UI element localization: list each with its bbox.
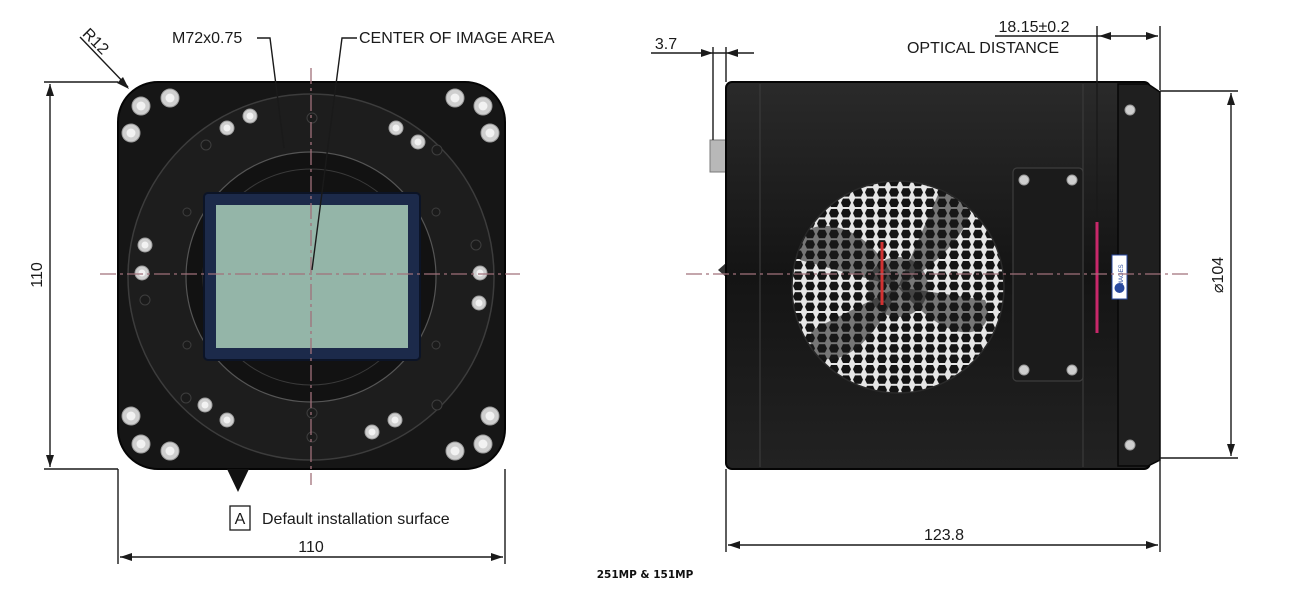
corner-screw — [480, 406, 500, 426]
brand-badge: IMAGES — [1111, 254, 1128, 300]
mount-thread-leader — [257, 37, 285, 149]
flange-screw — [137, 237, 153, 253]
radius-leader-line — [79, 36, 129, 88]
width-label: 110 — [298, 539, 324, 556]
corner-screw — [160, 88, 180, 108]
panel-screw — [1018, 364, 1030, 376]
mount-hole — [139, 294, 151, 306]
corner-screw — [445, 441, 465, 461]
width-arrow-left — [120, 553, 132, 561]
mount-hole — [180, 392, 192, 404]
corner-screw — [445, 88, 465, 108]
datum-text: Default installation surface — [262, 511, 450, 528]
flange-arrow-right — [726, 49, 738, 57]
corner-screw — [473, 96, 493, 116]
flange-screw — [219, 412, 235, 428]
brand-badge-text: IMAGES — [1119, 264, 1125, 287]
flange-screw — [471, 295, 487, 311]
panel-screw — [1066, 364, 1078, 376]
flange-screw — [388, 120, 404, 136]
height-arrow-top — [46, 84, 54, 96]
corner-screw — [131, 434, 151, 454]
corner-screw — [160, 441, 180, 461]
panel-screw — [1018, 174, 1030, 186]
model-caption: 251MP & 151MP — [596, 569, 694, 581]
optical-arrow-right — [1146, 32, 1158, 40]
flange-side-screw — [1124, 439, 1136, 451]
datum-triangle-marker — [227, 469, 249, 492]
sensor-glass — [216, 205, 408, 348]
flange-screw — [219, 120, 235, 136]
flange-screw — [410, 134, 426, 150]
radius-arrow — [117, 77, 129, 89]
front-view: 110 110 R12 M72x0.75 CENTER OF IMAGE ARE… — [29, 25, 555, 564]
diameter-arrow-bottom — [1227, 444, 1235, 456]
flange-screw — [472, 265, 488, 281]
datum-letter: A — [235, 511, 246, 528]
center-of-image-label: CENTER OF IMAGE AREA — [359, 30, 555, 47]
corner-screw — [121, 406, 141, 426]
flange-screw — [197, 397, 213, 413]
length-arrow-left — [728, 541, 740, 549]
flange-side-screw — [1124, 104, 1136, 116]
corner-screw — [480, 123, 500, 143]
length-label: 123.8 — [924, 527, 964, 544]
flange-label: 3.7 — [655, 36, 677, 53]
corner-screw — [473, 434, 493, 454]
width-arrow-right — [491, 553, 503, 561]
optical-value-label: 18.15±0.2 — [998, 19, 1069, 36]
flange-screw — [364, 424, 380, 440]
side-rear-notch — [718, 263, 726, 277]
length-arrow-right — [1146, 541, 1158, 549]
optical-text-label: OPTICAL DISTANCE — [907, 40, 1059, 57]
flange-screw — [242, 108, 258, 124]
mount-thread-label: M72x0.75 — [172, 30, 242, 47]
mount-hole — [306, 407, 318, 419]
panel-screw — [1066, 174, 1078, 186]
diameter-arrow-top — [1227, 93, 1235, 105]
mount-hole — [431, 340, 441, 350]
diameter-label: ⌀104 — [1210, 257, 1227, 293]
flange-screw — [134, 265, 150, 281]
mount-hole — [431, 144, 443, 156]
corner-screw — [121, 123, 141, 143]
mount-hole — [182, 207, 192, 217]
mount-hole — [306, 431, 318, 443]
center-of-image-leader — [311, 37, 357, 271]
height-label: 110 — [29, 262, 46, 288]
mount-hole — [182, 340, 192, 350]
mount-hole — [200, 139, 212, 151]
side-view: IMAGES 3.7 18.15±0.2 OPTICAL DISTANCE ⌀1… — [651, 19, 1238, 552]
flange-arrow-left — [701, 49, 713, 57]
corner-screw — [131, 96, 151, 116]
fan-blades — [796, 188, 989, 360]
mount-hole — [470, 239, 482, 251]
flange-screw — [387, 412, 403, 428]
radius-label: R12 — [79, 25, 112, 58]
mount-hole — [306, 112, 318, 124]
datum-box — [229, 505, 251, 531]
optical-arrow-left — [1099, 32, 1111, 40]
height-arrow-bottom — [46, 455, 54, 467]
mount-hole — [431, 207, 441, 217]
mount-hole — [431, 399, 443, 411]
